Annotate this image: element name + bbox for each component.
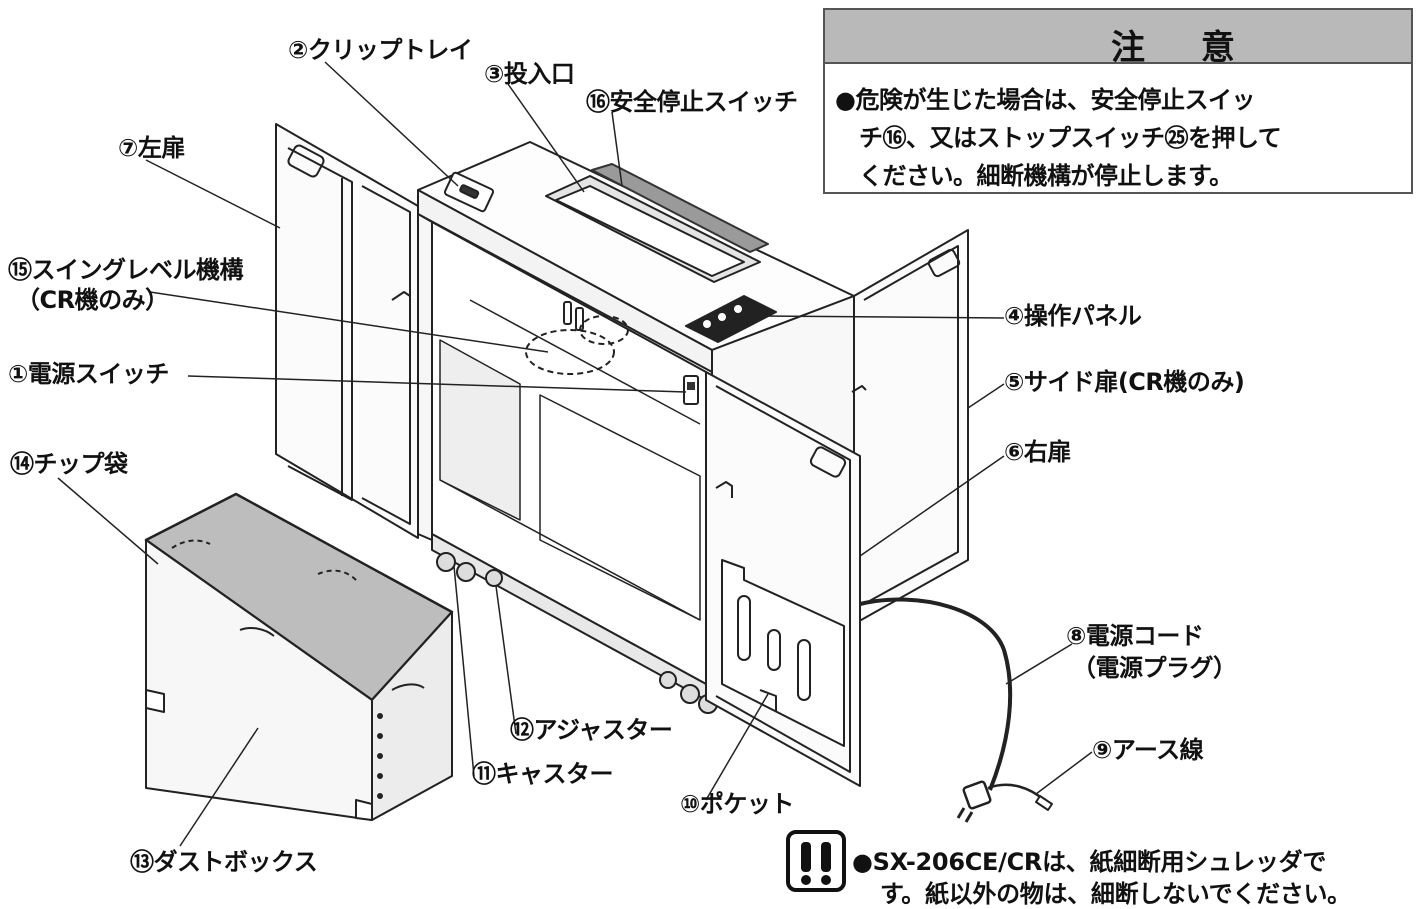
label-adjuster: ⑫アジャスター (510, 716, 673, 744)
label-chip-bag: ⑭チップ袋 (10, 450, 128, 478)
power-cord (859, 597, 1053, 823)
note-line-2: す。紙以外の物は、細断しないでください。 (880, 880, 1351, 908)
label-power-switch: ①電源スイッチ (8, 360, 169, 388)
caution-header (825, 10, 1411, 64)
double-exclamation-icon (786, 830, 846, 892)
leader-lines (57, 61, 1093, 847)
label-power-cord-1: ⑧電源コード (1066, 622, 1204, 650)
note-line-1: ●SX-206CE/CRは、紙細断用シュレッダで (852, 848, 1327, 876)
label-swing-level-1: ⑮スイングレベル機構 (8, 256, 244, 284)
dust-box (144, 492, 454, 821)
right-door (705, 371, 861, 787)
label-control-panel: ④操作パネル (1004, 302, 1142, 330)
caution-line-2: チ⑯、又はストップスイッチ㉕を押して (859, 124, 1282, 152)
label-left-door: ⑦左扉 (118, 134, 185, 162)
label-power-cord-2: （電源プラグ） (1072, 654, 1237, 682)
label-clip-tray: ②クリップトレイ (288, 36, 473, 64)
left-door (275, 123, 419, 539)
caution-title: 注 意 (1111, 28, 1257, 68)
label-inlet: ③投入口 (484, 60, 575, 88)
label-caster: ⑪キャスター (472, 760, 614, 788)
label-pocket: ⑩ポケット (680, 790, 794, 818)
label-swing-level-2: （CR機のみ） (16, 286, 169, 314)
caution-line-3: ください。細断機構が停止します。 (859, 162, 1233, 190)
label-safety-switch: ⑯安全停止スイッチ (586, 88, 798, 116)
side-door (851, 229, 969, 625)
label-ground-wire: ⑨アース線 (1092, 736, 1204, 764)
label-right-door: ⑥右扉 (1004, 438, 1071, 466)
caution-box: 注 意 ●危険が生じた場合は、安全停止スイッ チ⑯、又はストップスイッチ㉕を押し… (823, 8, 1413, 194)
caution-line-1: ●危険が生じた場合は、安全停止スイッ (835, 86, 1255, 114)
label-side-door: ⑤サイド扉(CR機のみ) (1004, 368, 1245, 396)
label-dust-box: ⑬ダストボックス (130, 848, 318, 876)
